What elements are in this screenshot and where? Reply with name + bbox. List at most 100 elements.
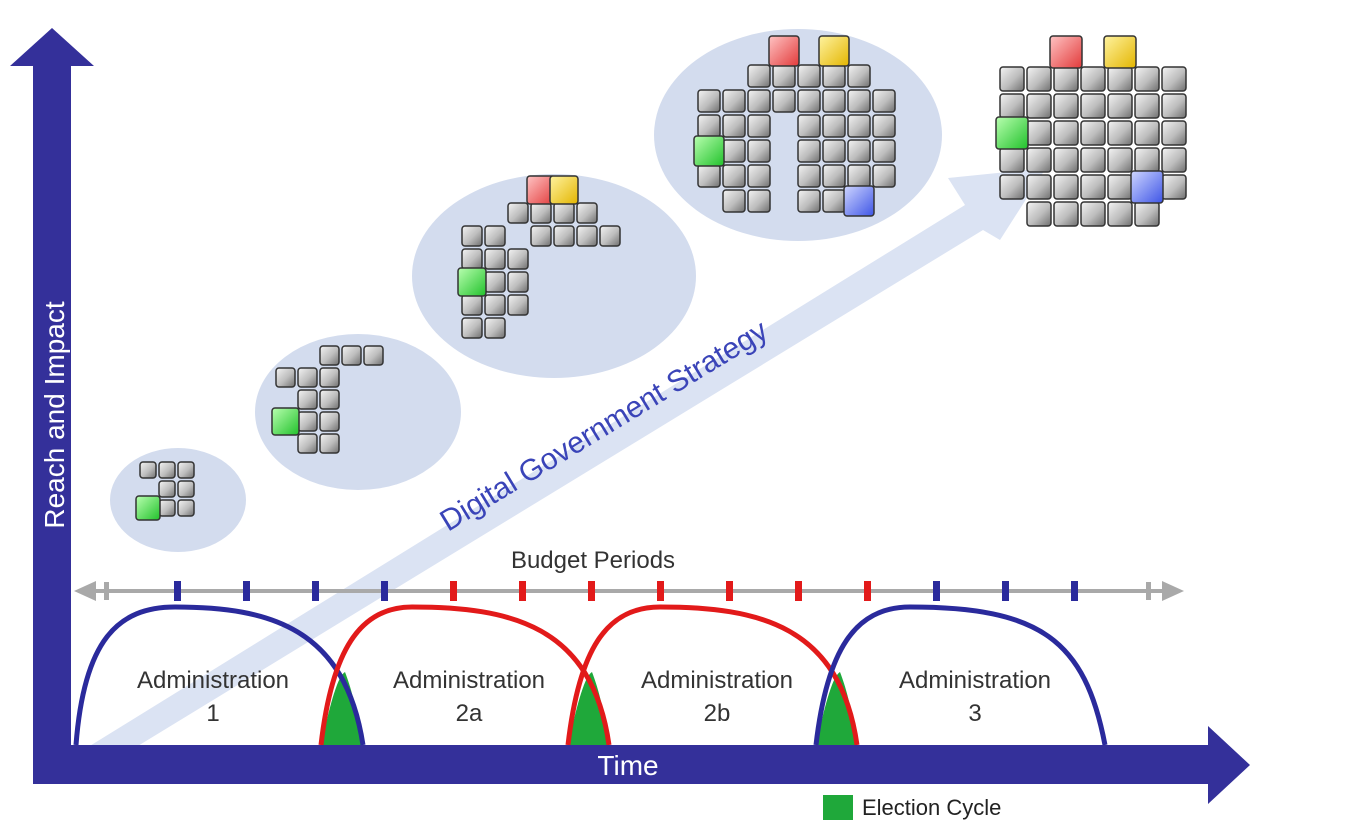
- cube-block: [847, 64, 871, 88]
- cube-block: [1134, 201, 1160, 227]
- cube-block: [847, 114, 871, 138]
- cube-block: [341, 345, 362, 366]
- green-cube-block: [995, 116, 1029, 150]
- cube-block: [319, 367, 340, 388]
- cube-block: [822, 114, 846, 138]
- cube-block: [158, 461, 176, 479]
- cube-block: [747, 139, 771, 163]
- cube-stage-3-icon: [457, 175, 621, 339]
- cube-block: [872, 114, 896, 138]
- budget-tick: [726, 581, 733, 601]
- cube-block: [1026, 120, 1052, 146]
- budget-tick: [933, 581, 940, 601]
- cube-block: [797, 89, 821, 113]
- cube-block: [1053, 66, 1079, 92]
- cube-block: [872, 139, 896, 163]
- cube-block: [484, 225, 506, 247]
- cube-block: [1026, 66, 1052, 92]
- cube-block: [872, 164, 896, 188]
- administration-2b-number: 2b: [704, 700, 731, 727]
- cube-block: [797, 139, 821, 163]
- cube-stage-4-icon: [693, 35, 896, 217]
- election-cycle-swatch: [823, 795, 853, 820]
- cube-block: [461, 225, 483, 247]
- cube-block: [507, 271, 529, 293]
- strategy-arrow: [80, 168, 1046, 752]
- budget-timeline-right-arrow: [1162, 581, 1184, 601]
- budget-tick: [795, 581, 802, 601]
- cube-block: [507, 294, 529, 316]
- cube-block: [847, 164, 871, 188]
- cube-block: [797, 114, 821, 138]
- cube-block: [363, 345, 384, 366]
- axes: Reach and Impact Time: [10, 28, 1250, 804]
- cube-block: [822, 139, 846, 163]
- cube-block: [1053, 201, 1079, 227]
- cube-block: [297, 411, 318, 432]
- administration-2b-curve: [565, 604, 860, 746]
- cube-block: [822, 89, 846, 113]
- administration-2a-curve: [318, 604, 612, 746]
- election-overlap-1: [321, 672, 362, 745]
- cube-block: [1026, 174, 1052, 200]
- cube-block: [1107, 120, 1133, 146]
- cube-block: [1080, 66, 1106, 92]
- green-cube-block: [693, 135, 725, 167]
- cube-block: [1107, 201, 1133, 227]
- administration-labels: Administration 1 Administration 2a Admin…: [137, 667, 1051, 727]
- cube-block: [158, 480, 176, 498]
- administration-1-label: Administration: [137, 667, 289, 694]
- cube-block: [1161, 93, 1187, 119]
- stage-3-bubble: [412, 174, 696, 378]
- x-axis-label: Time: [597, 750, 658, 781]
- cube-block: [297, 433, 318, 454]
- cube-block: [530, 202, 552, 224]
- cube-block: [722, 114, 746, 138]
- cube-block: [484, 248, 506, 270]
- cube-block: [999, 93, 1025, 119]
- budget-tick: [588, 581, 595, 601]
- cube-block: [999, 66, 1025, 92]
- administration-1-number: 1: [206, 700, 219, 727]
- cube-block: [553, 202, 575, 224]
- budget-tick: [243, 581, 250, 601]
- cube-block: [697, 164, 721, 188]
- cube-block: [507, 248, 529, 270]
- cube-block: [999, 174, 1025, 200]
- cube-block: [697, 89, 721, 113]
- cube-block: [1161, 120, 1187, 146]
- cube-complete-icon: [995, 35, 1187, 227]
- administration-curves: [73, 604, 1108, 746]
- cube-block: [507, 202, 529, 224]
- budget-periods-label: Budget Periods: [511, 547, 675, 574]
- legend: Election Cycle: [823, 795, 1001, 820]
- cube-block: [722, 164, 746, 188]
- cube-block: [530, 225, 552, 247]
- cube-block: [319, 433, 340, 454]
- red-cube-block: [1049, 35, 1083, 69]
- budget-tick: [381, 581, 388, 601]
- administration-2a-label: Administration: [393, 667, 545, 694]
- yellow-cube-block: [1103, 35, 1137, 69]
- cube-block: [822, 64, 846, 88]
- cube-block: [461, 317, 483, 339]
- administration-3-label: Administration: [899, 667, 1051, 694]
- cube-block: [797, 64, 821, 88]
- cube-block: [1080, 120, 1106, 146]
- cube-block: [872, 89, 896, 113]
- cube-block: [1080, 201, 1106, 227]
- cube-block: [1026, 147, 1052, 173]
- green-cube-block: [271, 407, 300, 436]
- cube-block: [599, 225, 621, 247]
- budget-tick: [519, 581, 526, 601]
- cube-block: [1161, 147, 1187, 173]
- cube-block: [484, 271, 506, 293]
- budget-tick: [657, 581, 664, 601]
- budget-ticks: [174, 581, 1078, 601]
- cube-block: [1026, 201, 1052, 227]
- budget-timeline-right-cap: [1146, 582, 1151, 600]
- cube-block: [1053, 93, 1079, 119]
- cube-block: [1026, 93, 1052, 119]
- cube-block: [1107, 174, 1133, 200]
- cube-block: [576, 202, 598, 224]
